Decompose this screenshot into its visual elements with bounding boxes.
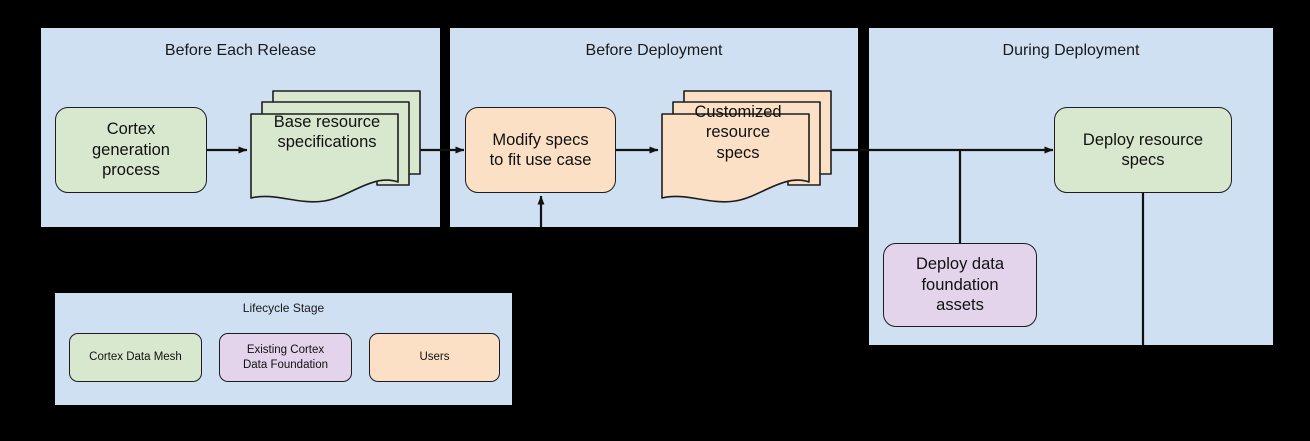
node-label: Cortex generation process — [92, 119, 170, 180]
node-label-line-2: to fit use case — [489, 151, 592, 169]
legend-item-label: Existing Cortex Data Foundation — [243, 343, 328, 372]
legend-item-label: Cortex Data Mesh — [89, 351, 182, 364]
node-label-line-3: process — [102, 161, 160, 180]
legend-item-label: Users — [419, 351, 450, 364]
node-label-line-1: Cortex — [106, 120, 156, 139]
node-label-line-3: assets — [936, 296, 984, 315]
node-label-line-1: Deploy resource — [1082, 130, 1204, 149]
legend: Lifecycle Stage Cortex Data Mesh Existin… — [55, 293, 512, 405]
legend-item-label-line-2: Data Foundation — [242, 358, 329, 371]
legend-item-existing-cortex-data-foundation[interactable]: Existing Cortex Data Foundation — [219, 333, 352, 382]
node-label-line-1: Modify specs — [492, 130, 589, 149]
node-label-line-1: Deploy data — [915, 255, 1005, 274]
node-cortex-generation-process[interactable]: Cortex generation process — [55, 107, 207, 193]
legend-item-users[interactable]: Users — [369, 333, 500, 382]
node-label: Deploy data foundation assets — [916, 254, 1004, 315]
panel-title-before-each-release: Before Each Release — [164, 42, 317, 59]
legend-title: Lifecycle Stage — [242, 301, 325, 315]
node-deploy-data-foundation-assets[interactable]: Deploy data foundation assets — [883, 243, 1037, 327]
legend-item-label-line-1: Existing Cortex — [246, 344, 325, 357]
panel-title-before-deployment: Before Deployment — [585, 42, 723, 59]
node-label: Modify specs to fit use case — [490, 130, 592, 171]
multi-document-icon — [661, 90, 832, 203]
panel-title-during-deployment: During Deployment — [1002, 42, 1140, 59]
node-label-line-2: foundation — [921, 275, 999, 294]
node-deploy-resource-specs[interactable]: Deploy resource specs — [1054, 107, 1232, 193]
legend-item-cortex-data-mesh[interactable]: Cortex Data Mesh — [69, 333, 202, 382]
multi-document-icon — [250, 90, 421, 203]
node-modify-specs-to-fit-use-case[interactable]: Modify specs to fit use case — [465, 107, 616, 193]
node-label-line-2: specs — [1121, 151, 1165, 169]
node-label: Deploy resource specs — [1083, 130, 1203, 171]
node-customized-resource-specs[interactable]: Customized resource specs — [659, 88, 834, 210]
node-label-line-2: generation — [92, 140, 170, 159]
node-base-resource-specifications[interactable]: Base resource specifications — [248, 88, 423, 210]
